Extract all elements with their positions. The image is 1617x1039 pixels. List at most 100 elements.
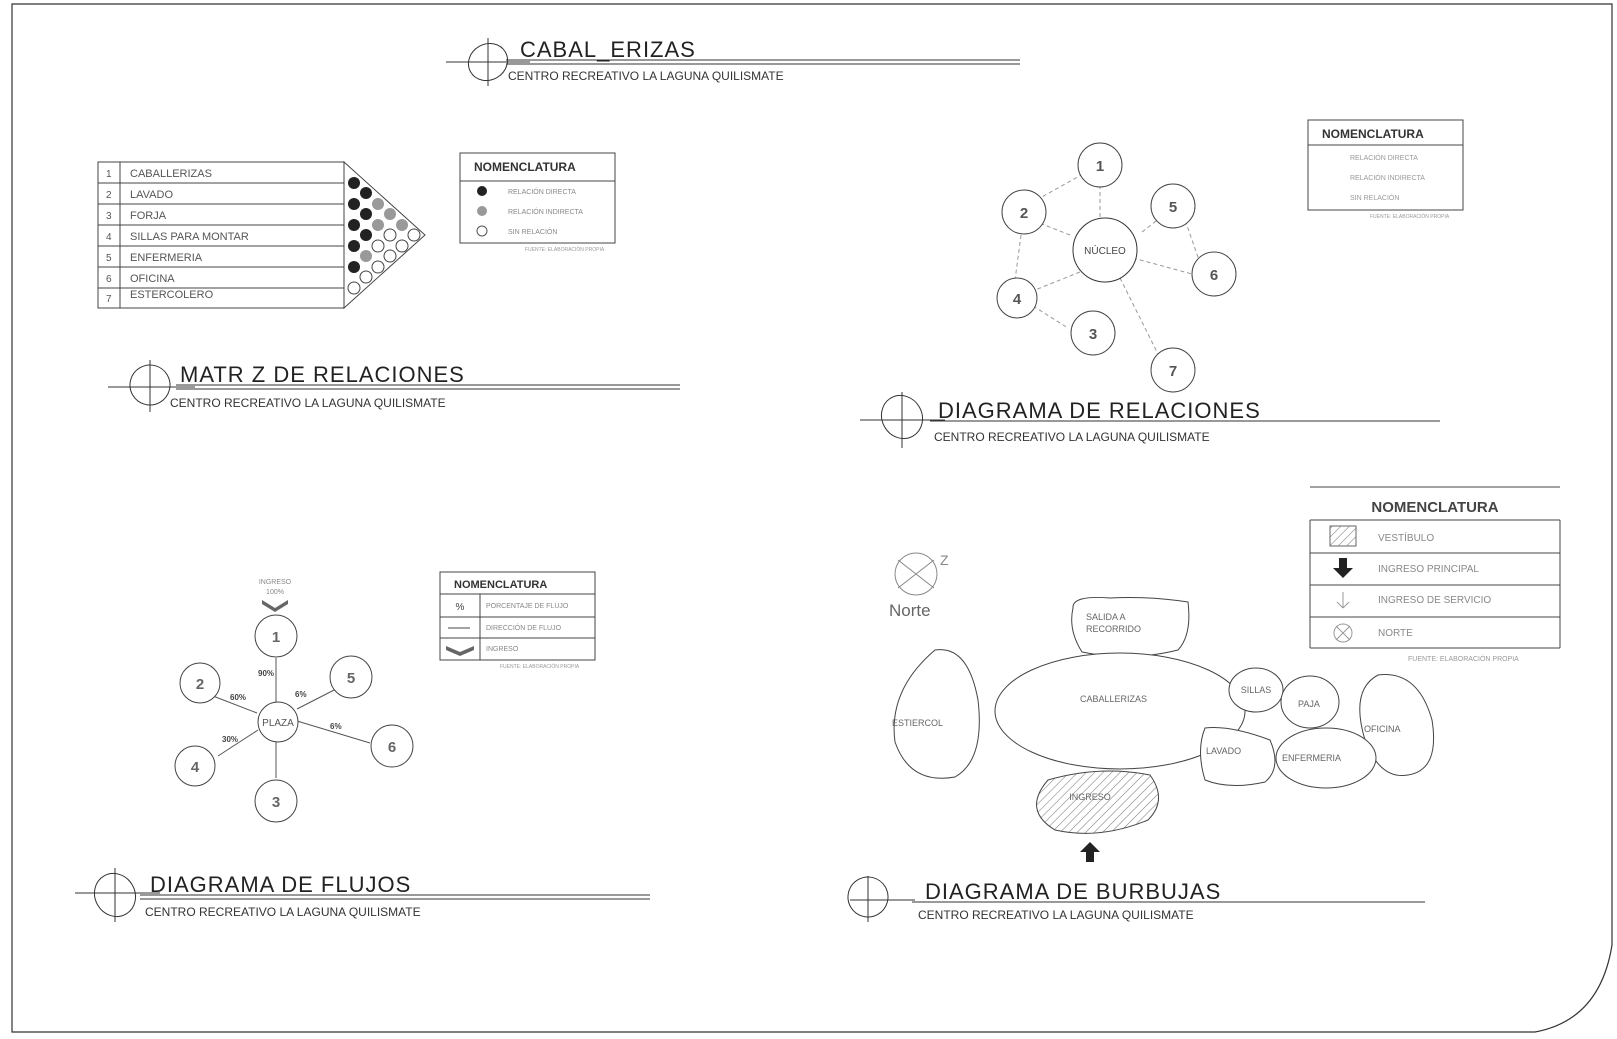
relation-dot-direct: [348, 240, 360, 252]
bubble-label: INGRESO: [1069, 792, 1111, 802]
flujos-node: [329, 655, 373, 699]
bubble-ingreso: [1036, 770, 1159, 834]
north-symbol-icon: [1333, 623, 1353, 643]
bubble-caballerizas: [994, 652, 1246, 770]
bubble-label: RECORRIDO: [1086, 624, 1141, 634]
main-title: CABAL_ERIZAS: [520, 37, 696, 62]
nomenclatura-item: DIRECCIÓN DE FLUJO: [486, 623, 562, 632]
flujos-subtitle: CENTRO RECREATIVO LA LAGUNA QUILISMATE: [145, 905, 421, 919]
flujos-percent: 6%: [330, 722, 342, 731]
relaciones-node-label: 7: [1169, 363, 1177, 380]
flujos-node-label: 2: [196, 676, 204, 693]
bubble-salida: [1071, 597, 1190, 657]
matriz-row-label: ENFERMERIA: [130, 252, 203, 264]
flujos-ingreso-label: INGRESO: [259, 579, 292, 586]
percent-symbol: %: [456, 602, 465, 613]
flujos-ingreso-percent: 100%: [266, 589, 284, 596]
bubble-label: LAVADO: [1206, 746, 1241, 756]
relaciones-node-label: 3: [1089, 326, 1097, 343]
flujos-percent: 90%: [258, 669, 274, 678]
bubble-estiercol: [893, 649, 980, 779]
north-label: Norte: [889, 601, 931, 620]
burbujas-diagram: Z Norte SALIDA A RECORRIDO ESTIERCOL CAB…: [889, 552, 1435, 862]
matriz-row-label: ESTERCOLERO: [130, 289, 214, 301]
relaciones-node: [1191, 251, 1237, 297]
flujos-diagram: INGRESO 100% PLAZA 1 2 3 4 5 6 90% 60% 6…: [174, 579, 414, 823]
nomenclatura-item: RELACIÓN DIRECTA: [508, 187, 576, 196]
relaciones-node-label: 4: [1013, 291, 1022, 308]
relation-dot-direct: [360, 208, 372, 220]
main-subtitle: CENTRO RECREATIVO LA LAGUNA QUILISMATE: [508, 69, 784, 83]
north-symbol-icon: Z: [894, 552, 949, 596]
bubble-label: SILLAS: [1241, 685, 1272, 695]
relation-dot-none: [347, 281, 361, 295]
relation-dot-indirect: [384, 208, 396, 220]
matriz-nomenclatura: NOMENCLATURA RELACIÓN DIRECTA RELACIÓN I…: [459, 152, 616, 253]
relation-dot-none: [371, 239, 385, 253]
nomenclatura-item: RELACIÓN INDIRECTA: [508, 207, 583, 216]
bubble-label: ENFERMERIA: [1282, 753, 1341, 763]
vestibulo-hatch-icon: [1329, 525, 1357, 547]
burbujas-nomenclatura: NOMENCLATURA VESTÍBULO INGRESO PRINCIPAL…: [1309, 486, 1561, 663]
matriz-row-num: 7: [106, 294, 112, 305]
bubble-enfermeria: [1275, 727, 1377, 789]
nomenclatura-item: RELACIÓN DIRECTA: [1350, 153, 1418, 162]
relation-direct-icon: [477, 186, 487, 196]
main-entrance-arrow-icon: [1080, 842, 1100, 862]
relation-dot-none: [383, 228, 397, 242]
relaciones-subtitle: CENTRO RECREATIVO LA LAGUNA QUILISMATE: [934, 430, 1210, 444]
nomenclatura-footnote: FUENTE: ELABORACIÓN PROPIA: [1370, 213, 1450, 220]
relation-dot-direct: [348, 177, 360, 189]
nomenclatura-title: NOMENCLATURA: [1322, 127, 1424, 141]
nomenclatura-item: INGRESO DE SERVICIO: [1378, 595, 1491, 606]
matriz-subtitle: CENTRO RECREATIVO LA LAGUNA QUILISMATE: [170, 396, 446, 410]
flujos-node-label: 4: [191, 759, 200, 776]
relation-dot-indirect: [396, 219, 408, 231]
matriz-row-num: 5: [106, 253, 112, 264]
relaciones-node-label: 5: [1169, 199, 1177, 216]
burbujas-title-block: DIAGRAMA DE BURBUJAS CENTRO RECREATIVO L…: [847, 876, 1425, 922]
flujos-node: [254, 614, 298, 658]
no-relation-icon: [476, 225, 488, 237]
svg-text:Z: Z: [940, 552, 949, 568]
bubble-label: CABALLERIZAS: [1080, 694, 1147, 704]
relation-indirect-icon: [477, 206, 487, 216]
bubble-oficina: [1359, 674, 1435, 777]
nomenclatura-footnote: FUENTE: ELABORACIÓN PROPIA: [500, 663, 580, 670]
relaciones-center-label: NÚCLEO: [1084, 244, 1126, 257]
relation-dot-none: [407, 228, 421, 242]
flujos-title: DIAGRAMA DE FLUJOS: [150, 872, 411, 897]
matriz-row-num: 6: [106, 274, 112, 285]
burbujas-subtitle: CENTRO RECREATIVO LA LAGUNA QUILISMATE: [918, 908, 1194, 922]
nomenclatura-title: NOMENCLATURA: [454, 579, 547, 591]
nomenclatura-item: VESTÍBULO: [1378, 531, 1434, 544]
relation-dot-direct: [348, 261, 360, 273]
flujos-center-label: PLAZA: [262, 718, 294, 729]
relaciones-nomenclatura: NOMENCLATURA RELACIÓN DIRECTA RELACIÓN I…: [1307, 119, 1464, 220]
matriz-title: MATR Z DE RELACIONES: [180, 362, 465, 387]
burbujas-title: DIAGRAMA DE BURBUJAS: [925, 879, 1221, 904]
nomenclatura-item: NORTE: [1378, 628, 1413, 639]
flujos-percent: 30%: [222, 735, 238, 744]
matriz-row-label: FORJA: [130, 210, 167, 222]
main-title-block: CABAL_ERIZAS CENTRO RECREATIVO LA LAGUNA…: [446, 37, 1020, 86]
bubble-label: PAJA: [1298, 699, 1320, 709]
relation-dot-indirect: [360, 250, 372, 262]
relation-dot-none: [359, 270, 373, 284]
relaciones-node: [1001, 189, 1047, 235]
relaciones-diagram: NÚCLEO 1 2 3 4 5 6 7: [996, 142, 1237, 393]
flujos-percent: 60%: [230, 693, 246, 702]
relaciones-node-label: 1: [1096, 158, 1104, 175]
flujos-percent: 6%: [295, 690, 307, 699]
nomenclatura-item: RELACIÓN INDIRECTA: [1350, 173, 1425, 182]
flujos-node: [254, 779, 298, 823]
flujos-title-block: DIAGRAMA DE FLUJOS CENTRO RECREATIVO LA …: [75, 868, 650, 922]
matriz-row-label: CABALLERIZAS: [130, 168, 212, 180]
relaciones-node: [1150, 347, 1196, 393]
bubble-label: OFICINA: [1364, 724, 1401, 734]
nomenclatura-footnote: FUENTE: ELABORACIÓN PROPIA: [525, 246, 605, 253]
relaciones-node-label: 6: [1210, 267, 1218, 284]
relaciones-center-node: [1072, 217, 1138, 283]
ingreso-chevron-icon: [262, 600, 288, 612]
